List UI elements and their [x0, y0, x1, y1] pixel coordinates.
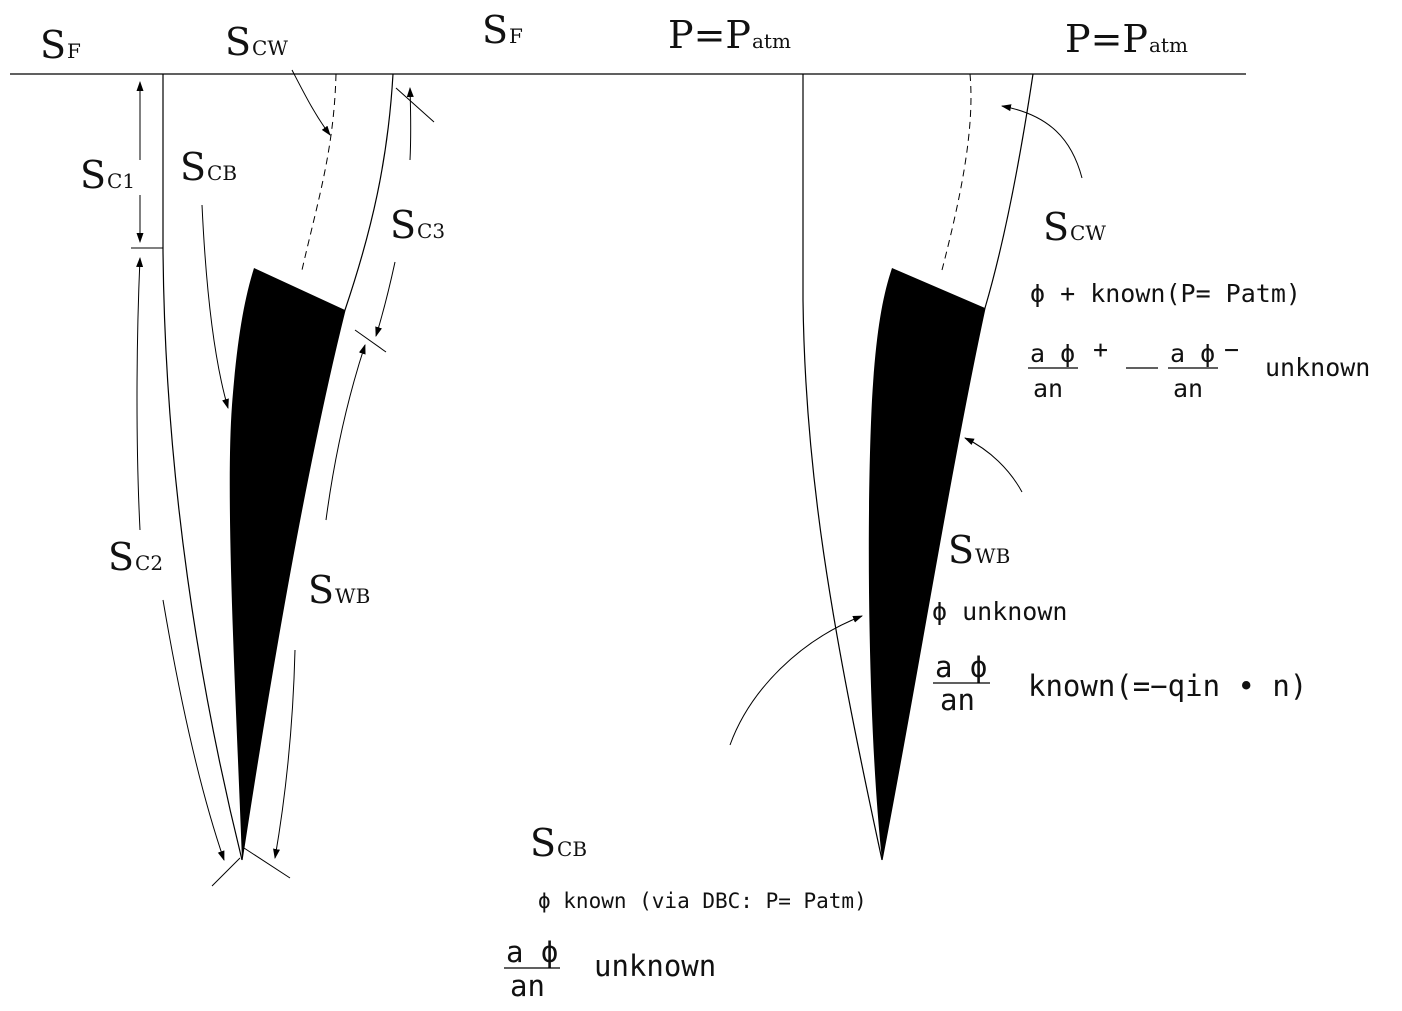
scw-frac2-den: an: [1173, 374, 1203, 403]
label-scb-bottom: SCB: [530, 821, 587, 865]
right-cavity-dashed-line: [941, 73, 972, 271]
right-water-body: [868, 268, 985, 860]
sc3-bottom-tick: [354, 329, 387, 353]
scb-frac-num: a ϕ: [506, 935, 558, 969]
bottom-tick-right: [243, 847, 291, 879]
label-sc2: SC2: [108, 535, 163, 579]
label-sf-left: SF: [40, 23, 81, 67]
scb-phi-known: ϕ known (via DBC: P= Patm): [538, 889, 867, 913]
scw-condition-text: ϕ + known(P= Patm): [1030, 279, 1301, 308]
sc3-top-tick: [395, 87, 435, 123]
swb-frac-num: a ϕ: [935, 650, 987, 684]
swb-left-arrow-down: [273, 649, 296, 859]
scw-right-arrow: [1001, 104, 1083, 179]
annotations: ϕ + known(P= Patm) a ϕ an + a ϕ an − unk…: [504, 279, 1370, 1003]
scw-minus: −: [1224, 335, 1239, 364]
scw-frac1-den: an: [1033, 374, 1063, 403]
scw-unknown: unknown: [1265, 353, 1370, 382]
label-swb-right: SWB: [948, 528, 1010, 572]
label-sf-mid: SF: [482, 8, 523, 52]
left-figure: [131, 69, 435, 887]
label-scw-right: SCW: [1043, 205, 1106, 249]
label-sc1: SC1: [80, 153, 135, 197]
label-swb-left: SWB: [308, 568, 370, 612]
swb-frac-den: an: [940, 683, 975, 717]
swb-known: known(=−qin • n): [1028, 669, 1307, 703]
left-water-body: [229, 268, 345, 860]
scb-left-arrow: [201, 204, 229, 409]
scw-plus: +: [1093, 335, 1108, 364]
swb-right-arrow-upper: [964, 437, 1023, 493]
label-patm-right: P=Patm: [1065, 17, 1188, 61]
label-sc3: SC3: [390, 203, 445, 247]
left-cavity-dashed-line: [301, 73, 337, 271]
scw-frac2-num: a ϕ: [1170, 339, 1215, 368]
label-patm-mid: P=Patm: [668, 13, 791, 57]
swb-phi-unknown: ϕ unknown: [932, 597, 1067, 626]
scw-frac1-num: a ϕ: [1030, 339, 1075, 368]
bottom-tick-left: [211, 857, 241, 887]
label-scw-left: SCW: [225, 20, 288, 64]
sc3-arrow-down: [375, 261, 396, 337]
right-crack-wall-left: [802, 74, 883, 861]
swb-left-arrow-up: [325, 344, 366, 521]
scb-frac-den: an: [510, 969, 545, 1003]
sc3-arrow-up: [406, 87, 414, 161]
sc2-arrow-down: [162, 599, 225, 861]
label-scb-left: SCB: [180, 145, 237, 189]
scw-left-arrow: [291, 69, 331, 136]
left-crack-wall-left: [162, 74, 243, 861]
swb-right-arrow-lower: [729, 615, 863, 746]
sc2-arrow-up: [136, 257, 144, 531]
right-figure: [729, 73, 1083, 861]
scb-unknown: unknown: [594, 949, 716, 983]
labels: SF SCW SF P=Patm P=Patm SC1 SCB SC3 SC2 …: [40, 8, 1188, 865]
